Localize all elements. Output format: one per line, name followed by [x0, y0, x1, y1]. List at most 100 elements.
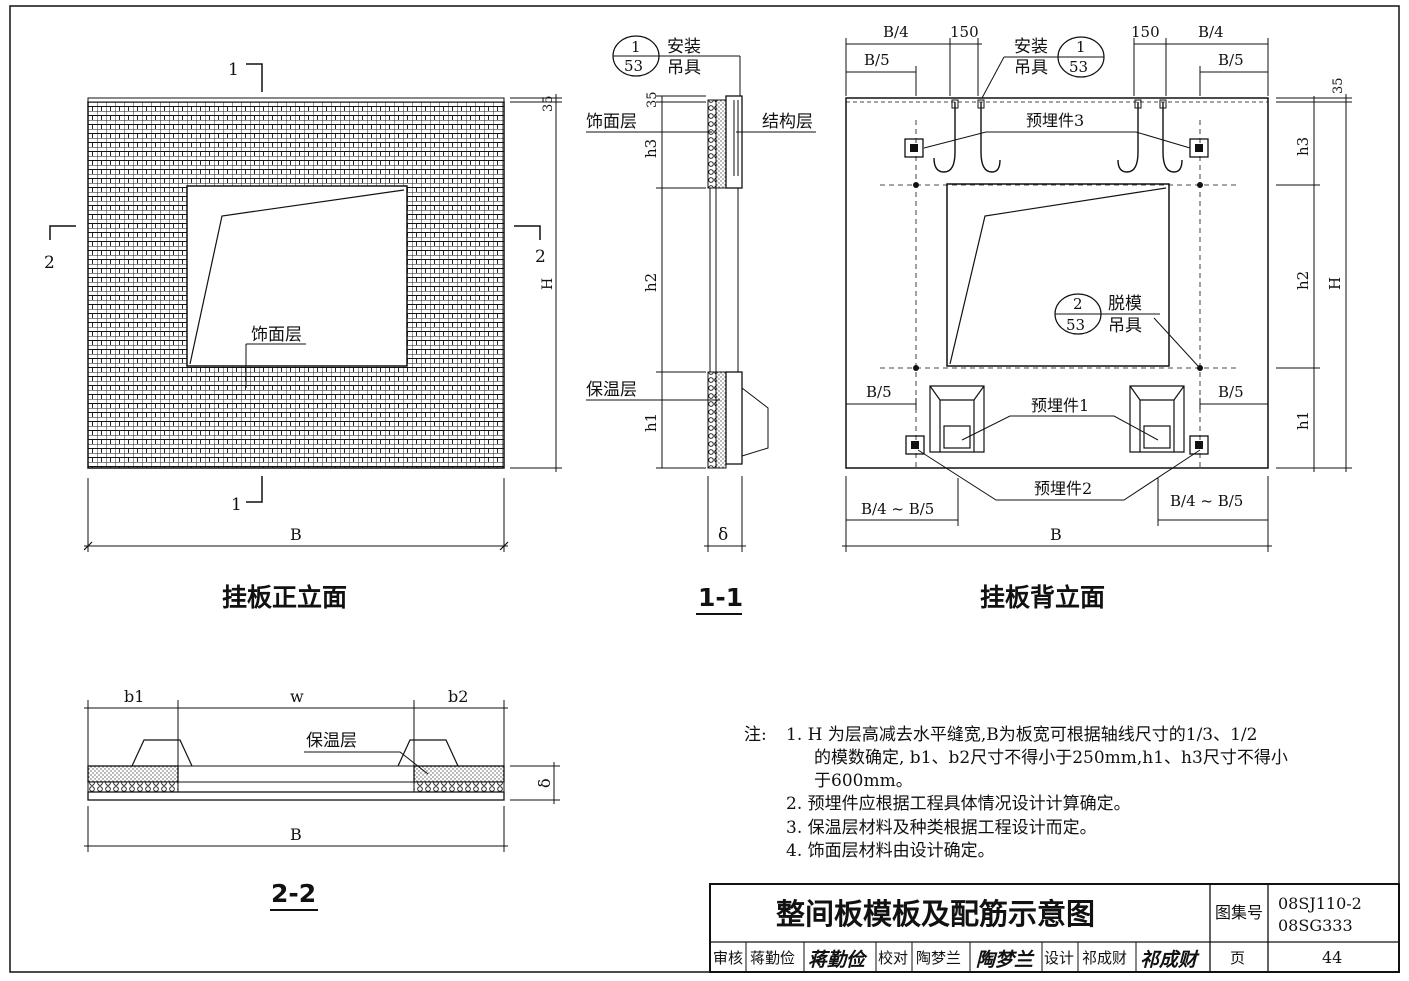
back-ref2-t1: 脱模	[1108, 294, 1142, 314]
back-center-lines	[880, 120, 1236, 470]
s11-ref-t1: 安装	[667, 37, 701, 57]
back-b5-low-right-line	[1199, 398, 1268, 410]
s22-corbel-right	[397, 739, 459, 767]
front-window-sash	[189, 189, 405, 365]
back-b5-low-right: B/5	[1218, 383, 1244, 401]
back-ref2-num: 2	[1073, 295, 1083, 313]
back-embed2-left	[905, 435, 925, 455]
s11-insul-bot	[715, 371, 727, 469]
titleblock-title: 整间板模板及配筋示意图	[776, 897, 1095, 931]
back-ref2-page: 53	[1066, 316, 1085, 334]
back-emb3-label: 预埋件3	[1026, 111, 1084, 130]
back-b45-right-line	[1157, 478, 1268, 526]
sec1-bot-num: 1	[231, 495, 242, 515]
front-dim-h: H	[540, 278, 556, 290]
back-hook-left	[933, 102, 1001, 173]
sec1-bot-mark	[246, 476, 263, 503]
back-top-dim-right	[1133, 38, 1269, 96]
reviewer-name: 蒋勤俭	[750, 949, 795, 967]
back-b5-low-left: B/5	[866, 383, 892, 401]
back-b4-right: B/4	[1198, 23, 1224, 41]
back-dim-b-line	[842, 476, 1272, 552]
sec2-left-num: 2	[44, 253, 55, 273]
s11-struct-bot	[725, 371, 743, 465]
s11-struct-label: 结构层	[762, 112, 813, 132]
front-title: 挂板正立面	[222, 583, 347, 612]
s11-window-lines	[709, 188, 739, 372]
back-emb1-leader	[961, 415, 1159, 441]
s22-window-lines	[178, 765, 414, 783]
sec2-right-num: 2	[535, 247, 546, 267]
back-lift-point	[1197, 182, 1203, 188]
back-b45-left: B/4 ~ B/5	[861, 500, 934, 518]
note-line: 的模数确定, b1、b2尺寸不得小于250mm,h1、h3尺寸不得小	[814, 748, 1288, 768]
back-hook-cap	[977, 99, 985, 109]
section-1-1: 1 53 安装 吊具 饰面层 结构层 保温层 35 h3 h2 h1 δ 1-1	[586, 35, 816, 615]
page-number: 44	[1322, 948, 1342, 967]
back-emb3-leader	[923, 131, 1191, 149]
s22-dim-b: B	[290, 825, 302, 844]
title-block: 整间板模板及配筋示意图 图集号 08SJ110-2 08SG333 审核 蒋勤俭…	[709, 883, 1400, 973]
front-dim-b-line	[84, 478, 508, 552]
back-hook-cap	[1159, 99, 1167, 109]
back-lift-point	[1197, 365, 1203, 371]
back-embed2-right	[1189, 435, 1209, 455]
back-150-right: 150	[1131, 23, 1160, 41]
back-b5-right: B/5	[1218, 51, 1244, 69]
titleblock-grid	[710, 884, 1399, 972]
s22-insul-label: 保温层	[306, 731, 357, 751]
s22-delta: δ	[535, 778, 554, 788]
back-h1: h1	[1294, 411, 1312, 430]
s22-w: w	[290, 687, 304, 706]
notes: 注: 1. H 为层高减去水平缝宽,B为板宽可根据轴线尺寸的1/3、1/2 的模…	[744, 725, 1288, 861]
titleblock-atlas-no2: 08SG333	[1278, 916, 1353, 935]
back-embed3-left-core	[910, 144, 918, 152]
s11-h1: h1	[642, 413, 660, 432]
sheet-border	[9, 5, 1400, 973]
s11-insul-top	[715, 99, 727, 189]
note-line: 2. 预埋件应根据工程具体情况设计计算确定。	[786, 794, 1131, 814]
back-embed3-right-core	[1195, 144, 1203, 152]
s11-insul-label: 保温层	[586, 380, 637, 400]
back-ref2-leader	[1153, 317, 1199, 367]
back-ref2-t2: 吊具	[1108, 316, 1142, 336]
sec2-left-mark	[49, 225, 76, 240]
s22-insul-leader	[304, 751, 429, 775]
front-label-bg	[248, 322, 308, 344]
s11-finish-bot	[707, 371, 717, 469]
s11-ref-t2: 吊具	[667, 58, 701, 78]
back-b4-left: B/4	[883, 23, 909, 41]
checker-name: 陶梦兰	[916, 949, 961, 967]
back-window-sash	[949, 187, 1167, 365]
back-vdim-lines	[1276, 94, 1352, 472]
s22-finish-left	[87, 781, 179, 793]
note-line: 1. H 为层高减去水平缝宽,B为板宽可根据轴线尺寸的1/3、1/2	[786, 725, 1257, 745]
front-dim-b: B	[290, 525, 302, 544]
back-dim-b: B	[1050, 525, 1062, 544]
back-title: 挂板背立面	[980, 583, 1105, 612]
s22-delta-line	[510, 762, 560, 804]
s11-title: 1-1	[698, 583, 743, 612]
back-emb1-label: 预埋件1	[1031, 396, 1089, 415]
back-hook-right	[1117, 102, 1183, 173]
back-ref1-t2: 吊具	[1014, 58, 1048, 78]
back-embed1-left-plate	[943, 425, 971, 449]
back-ref1-num: 1	[1076, 38, 1086, 56]
s22-top-dim	[84, 700, 508, 768]
back-top-dim-left	[845, 38, 982, 96]
back-emb2-label: 预埋件2	[1034, 479, 1092, 498]
titleblock-atlas-label: 图集号	[1215, 903, 1263, 922]
s11-ref-num: 1	[631, 38, 641, 56]
back-embed3-left	[904, 138, 924, 158]
note-line: 于600mm。	[814, 771, 913, 791]
back-window-opening	[946, 183, 1170, 367]
back-embed1-right-plate	[1143, 425, 1171, 449]
back-embed2-right-core	[1195, 441, 1203, 449]
sec1-top-num: 1	[228, 60, 239, 80]
front-top-strip	[87, 97, 505, 103]
design-label: 设计	[1044, 949, 1074, 967]
s11-vdim-lines	[656, 95, 706, 469]
back-ref1-page: 53	[1069, 58, 1088, 76]
front-dim-b-ticks	[83, 541, 509, 551]
